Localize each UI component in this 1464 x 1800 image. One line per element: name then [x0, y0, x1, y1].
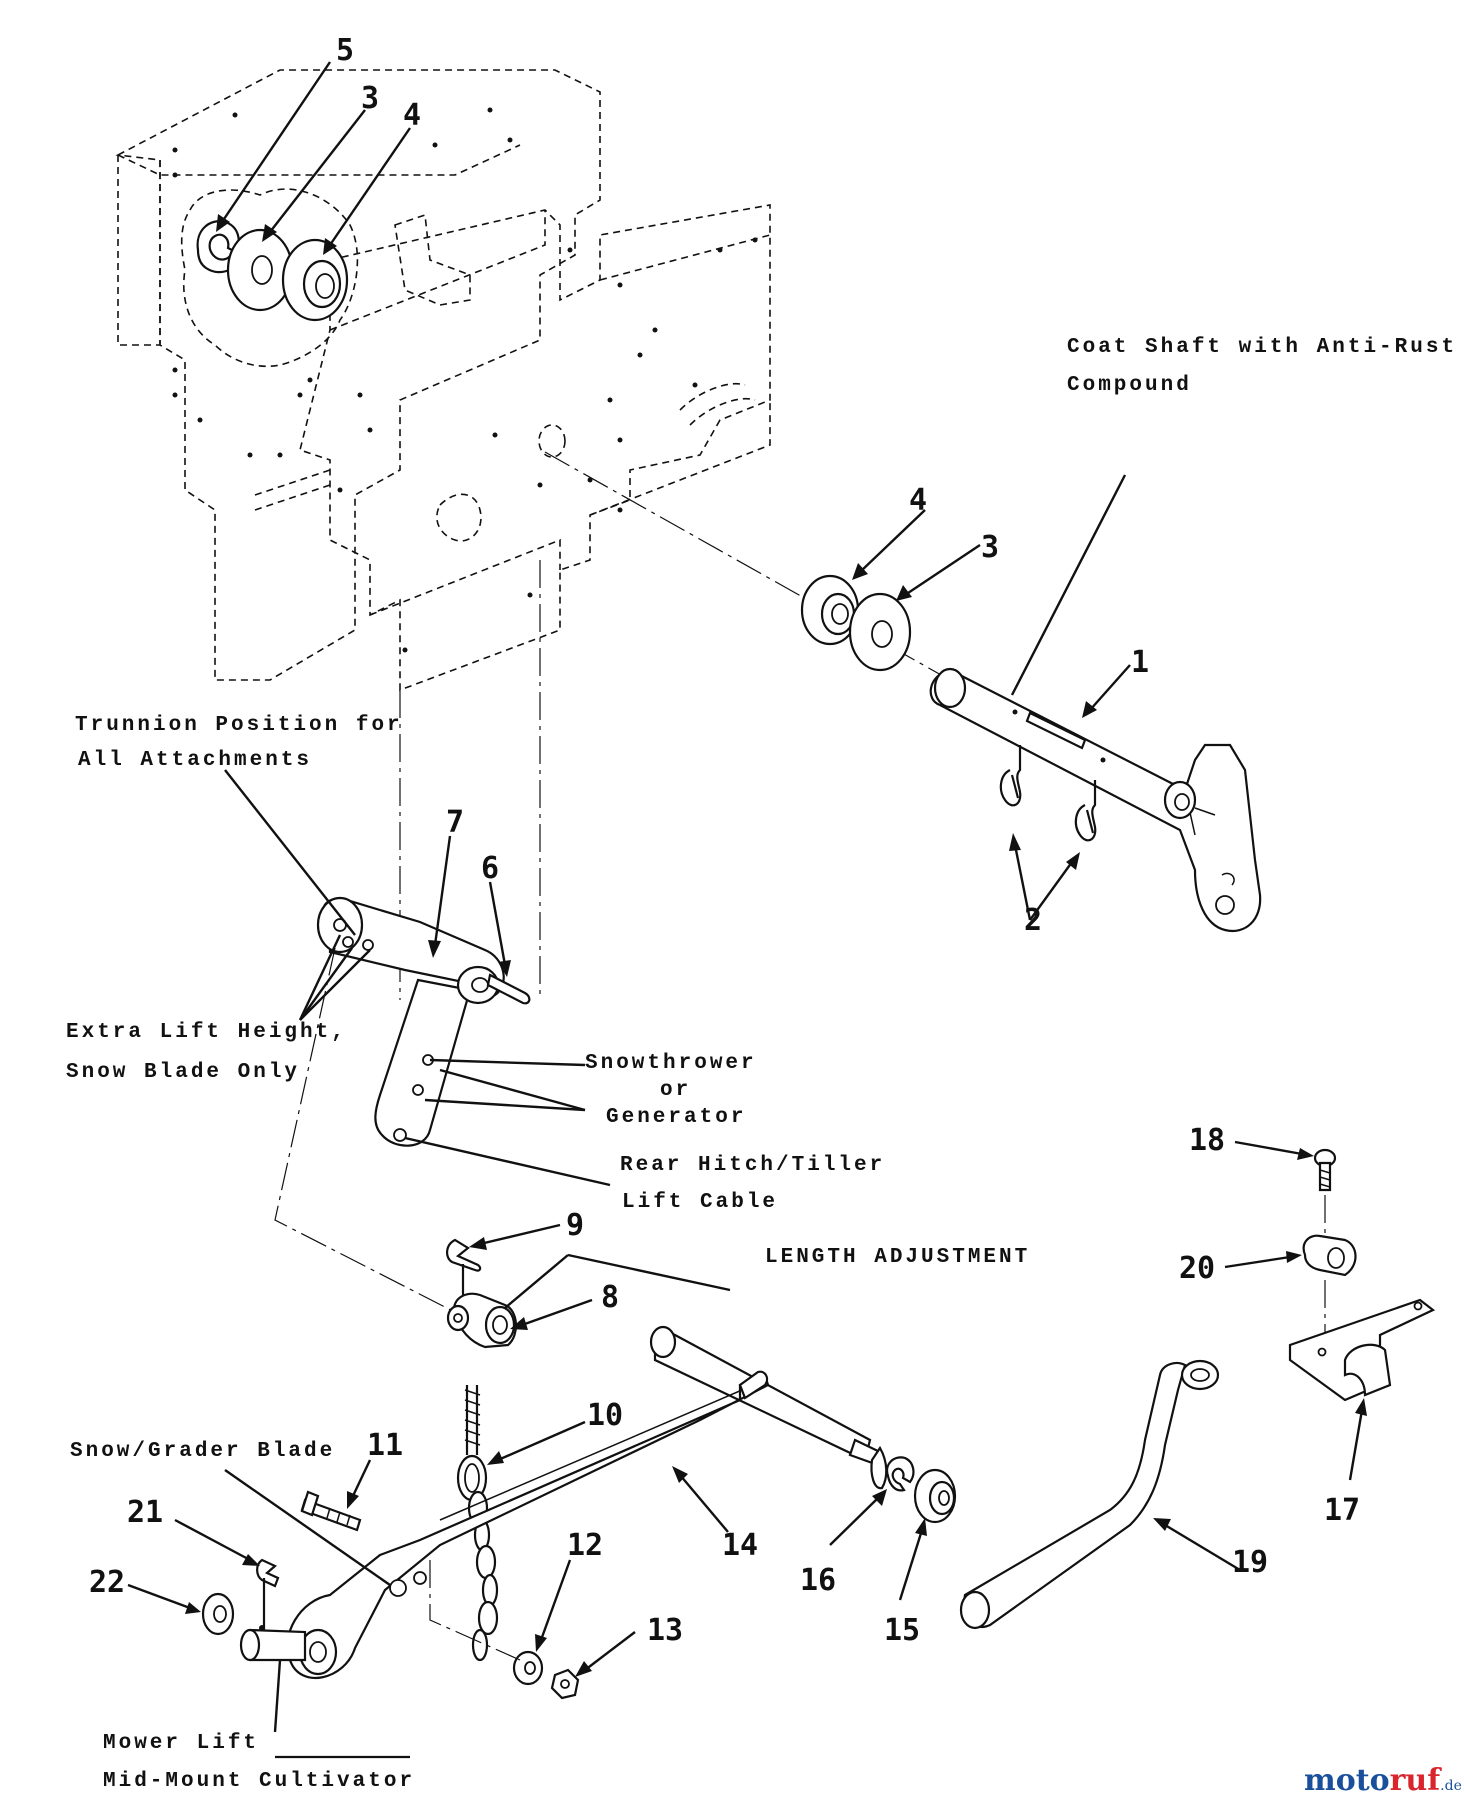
- note-mower-lift: Mower Lift: [103, 1732, 259, 1755]
- callout-11: 11: [367, 1428, 403, 1463]
- note-rear-hitch-line1: Rear Hitch/Tiller: [620, 1154, 885, 1177]
- watermark-logo: motoruf.de: [1304, 1763, 1462, 1798]
- trunnion-group: [274, 560, 541, 1326]
- annotation-notes: Coat Shaft with Anti-Rust Compound Trunn…: [66, 336, 1457, 1793]
- callout-15: 15: [884, 1613, 920, 1648]
- frame-phantom: [115, 69, 771, 692]
- watermark: motoruf.de: [1304, 1763, 1462, 1798]
- clamp-group: [1288, 1148, 1436, 1402]
- trunnion-leaders: [224, 769, 611, 1187]
- callout-20: 20: [1179, 1251, 1215, 1286]
- note-mid-mount: Mid-Mount Cultivator: [103, 1770, 415, 1793]
- note-trunnion-line2: All Attachments: [78, 749, 312, 772]
- callout-3-top: 3: [361, 81, 379, 116]
- callout-4-top: 4: [403, 98, 421, 133]
- callout-10: 10: [587, 1398, 623, 1433]
- shaft-leaders: [852, 474, 1131, 921]
- callout-22: 22: [89, 1565, 125, 1600]
- callout-14: 14: [722, 1528, 758, 1563]
- callout-8: 8: [601, 1280, 619, 1315]
- callout-numbers: 5 3 4 4 3 1 2 7 6 9 8 10 11 14 21 22 12 …: [89, 33, 1360, 1648]
- clamp-leaders: [1224, 1140, 1367, 1481]
- callout-2: 2: [1024, 903, 1042, 938]
- top-leaders: [216, 61, 411, 255]
- note-coat-shaft-line1: Coat Shaft with Anti-Rust: [1067, 336, 1457, 359]
- callout-9: 9: [566, 1208, 584, 1243]
- callout-21: 21: [127, 1495, 163, 1530]
- bushing-leaders: [829, 1489, 927, 1601]
- handle-leader: [1153, 1518, 1241, 1572]
- callout-7: 7: [446, 805, 464, 840]
- adjustment-group: [446, 1238, 731, 1662]
- note-snowthrower-line1: Snowthrower: [585, 1052, 757, 1075]
- callout-19: 19: [1232, 1545, 1268, 1580]
- note-coat-shaft-line2: Compound: [1067, 374, 1192, 397]
- note-snow-grader: Snow/Grader Blade: [70, 1440, 335, 1463]
- callout-18: 18: [1189, 1123, 1225, 1158]
- shaft-group: [544, 451, 1262, 933]
- lift-handle: [959, 1359, 1220, 1630]
- callout-17: 17: [1324, 1493, 1360, 1528]
- callout-3-shaft: 3: [981, 530, 999, 565]
- lift-linkage: [201, 1325, 882, 1700]
- linkage-leaders: [127, 1459, 729, 1733]
- callout-6: 6: [481, 851, 499, 886]
- note-extra-lift-line1: Extra Lift Height,: [66, 1021, 347, 1044]
- note-snowthrower-line2: or: [660, 1079, 691, 1102]
- adjustment-leaders: [469, 1223, 593, 1465]
- callout-13: 13: [647, 1613, 683, 1648]
- note-trunnion-line1: Trunnion Position for: [75, 714, 403, 737]
- callout-1: 1: [1131, 645, 1149, 680]
- callout-4-shaft: 4: [909, 483, 927, 518]
- note-rear-hitch-line2: Lift Cable: [622, 1191, 778, 1214]
- top-washer-group: [196, 220, 349, 322]
- note-length-adjustment: LENGTH ADJUSTMENT: [765, 1246, 1030, 1269]
- callout-5-top: 5: [336, 33, 354, 68]
- callout-16: 16: [800, 1563, 836, 1598]
- right-bushings: [870, 1445, 957, 1524]
- note-extra-lift-line2: Snow Blade Only: [66, 1061, 300, 1084]
- callout-12: 12: [567, 1528, 603, 1563]
- note-snowthrower-line3: Generator: [606, 1106, 746, 1129]
